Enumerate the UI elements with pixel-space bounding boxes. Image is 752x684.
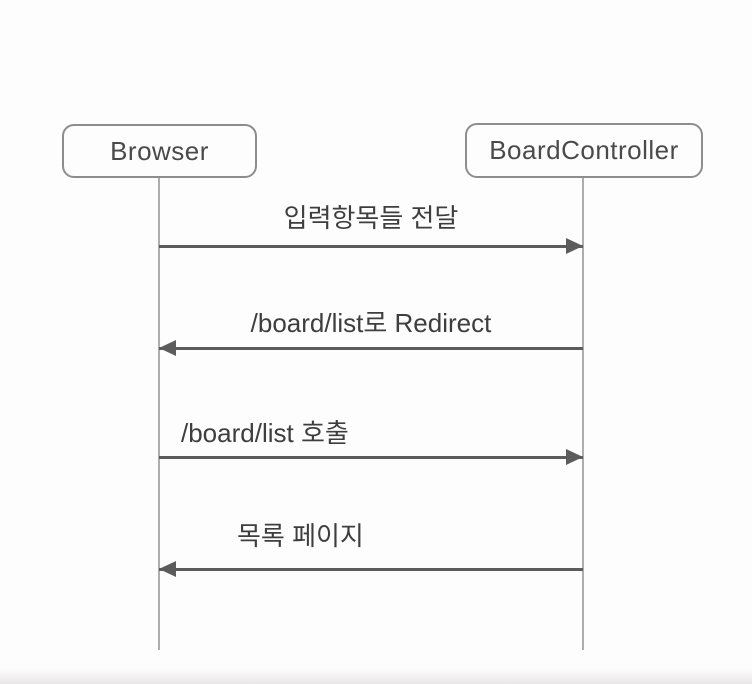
lifeline-browser xyxy=(158,178,160,650)
message-label-list-call: /board/list 호출 xyxy=(181,418,349,448)
arrowhead-left-icon xyxy=(159,561,176,577)
actor-browser-label: Browser xyxy=(110,135,209,166)
message-arrow-line-1 xyxy=(159,245,583,248)
message-arrow-line-3 xyxy=(159,456,583,459)
arrowhead-right-icon xyxy=(566,449,583,465)
message-arrow-line-2 xyxy=(159,347,583,350)
message-arrow-line-4 xyxy=(159,568,583,571)
actor-box-boardcontroller: BoardController xyxy=(465,123,703,178)
message-label-redirect: /board/list로 Redirect xyxy=(250,308,492,338)
actor-box-browser: Browser xyxy=(62,124,257,178)
message-label-list-page: 목록 페이지 xyxy=(237,521,364,551)
arrowhead-right-icon xyxy=(566,238,583,254)
arrowhead-left-icon xyxy=(159,340,176,356)
lifeline-boardcontroller xyxy=(582,178,584,650)
message-label-input-items: 입력항목들 전달 xyxy=(283,203,459,233)
actor-boardcontroller-label: BoardController xyxy=(489,135,679,165)
